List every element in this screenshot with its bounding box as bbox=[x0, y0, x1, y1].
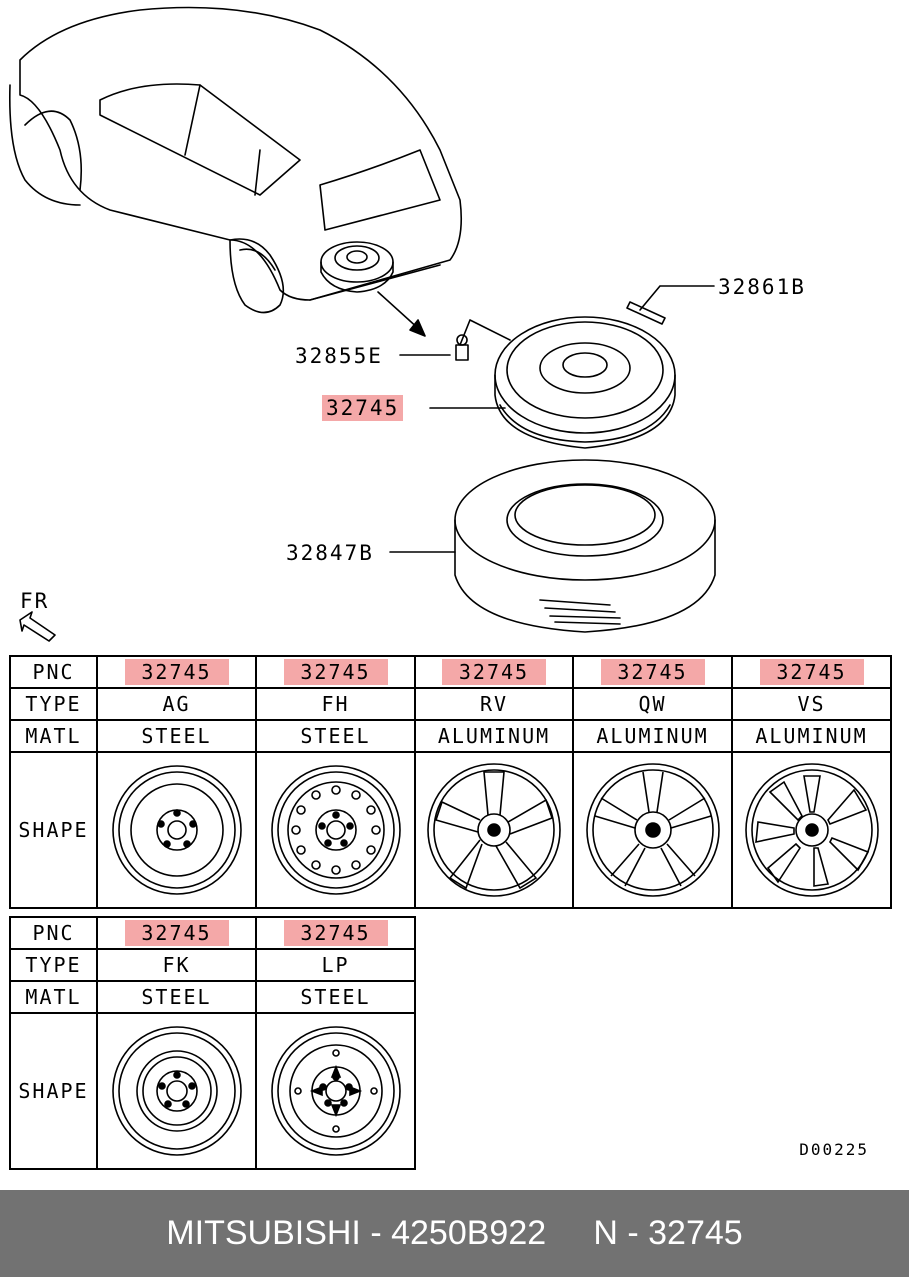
matl-value: STEEL bbox=[255, 980, 416, 1014]
wheel-lp-icon bbox=[270, 1026, 401, 1156]
type-value: LP bbox=[255, 948, 416, 982]
wheel-fk-icon bbox=[111, 1026, 242, 1156]
pnc-header: PNC bbox=[9, 916, 98, 950]
type-row: TYPE FK LP bbox=[9, 948, 416, 982]
matl-value: ALUMINUM bbox=[731, 719, 892, 753]
callout-part-b: 32855E bbox=[295, 344, 383, 368]
exploded-diagram bbox=[8, 6, 716, 642]
wheel-vs-icon bbox=[744, 763, 879, 897]
footer-separator: - bbox=[360, 1214, 392, 1252]
front-arrow-icon bbox=[19, 611, 56, 642]
tire-illustration bbox=[454, 459, 716, 633]
wheel-spec-table-bottom: PNC 32745 32745 TYPE FK LP MATL STEEL ST… bbox=[9, 916, 416, 1170]
type-value: RV bbox=[414, 687, 574, 721]
pnc-header: PNC bbox=[9, 655, 98, 689]
type-value: QW bbox=[572, 687, 733, 721]
matl-header: MATL bbox=[9, 980, 98, 1014]
pnc-value: 32745 bbox=[283, 920, 388, 946]
matl-header: MATL bbox=[9, 719, 98, 753]
footer-part-number: 4250B922 bbox=[391, 1214, 547, 1252]
pnc-value: 32745 bbox=[124, 920, 229, 946]
pnc-value: 32745 bbox=[283, 659, 388, 685]
direction-arrow bbox=[377, 291, 421, 331]
callout-part-a: 32861B bbox=[718, 275, 806, 299]
callout-part-c: 32745 bbox=[322, 395, 404, 421]
callout-part-d: 32847B bbox=[286, 541, 374, 565]
footer-pnc: N - 32745 bbox=[593, 1214, 743, 1252]
pnc-row: PNC 32745 32745 32745 32745 32745 bbox=[9, 655, 892, 689]
footer-brand: MITSUBISHI bbox=[166, 1214, 361, 1252]
matl-value: STEEL bbox=[96, 719, 257, 753]
wheel-assembly bbox=[494, 316, 676, 449]
vehicle-illustration bbox=[8, 6, 463, 314]
type-header: TYPE bbox=[9, 687, 98, 721]
type-header: TYPE bbox=[9, 948, 98, 982]
shape-row: SHAPE bbox=[9, 1012, 416, 1170]
spare-wheel-in-vehicle bbox=[320, 241, 394, 293]
wheel-spec-table-top: PNC 32745 32745 32745 32745 32745 TYPE A… bbox=[9, 655, 892, 909]
matl-row: MATL STEEL STEEL bbox=[9, 980, 416, 1014]
shape-header: SHAPE bbox=[9, 1012, 98, 1170]
type-value: VS bbox=[731, 687, 892, 721]
pnc-row: PNC 32745 32745 bbox=[9, 916, 416, 950]
matl-value: STEEL bbox=[255, 719, 416, 753]
footer-bar: MITSUBISHI - 4250B922 N - 32745 bbox=[0, 1190, 909, 1277]
matl-value: ALUMINUM bbox=[572, 719, 733, 753]
pnc-value: 32745 bbox=[124, 659, 229, 685]
wheel-rv-icon bbox=[427, 763, 561, 897]
shape-row: SHAPE bbox=[9, 751, 892, 909]
type-value: FH bbox=[255, 687, 416, 721]
matl-row: MATL STEEL STEEL ALUMINUM ALUMINUM ALUMI… bbox=[9, 719, 892, 753]
type-row: TYPE AG FH RV QW VS bbox=[9, 687, 892, 721]
matl-value: STEEL bbox=[96, 980, 257, 1014]
footer-gap bbox=[546, 1214, 593, 1252]
diagram-code: D00225 bbox=[799, 1140, 869, 1159]
pnc-value: 32745 bbox=[600, 659, 705, 685]
shape-header: SHAPE bbox=[9, 751, 98, 909]
matl-value: ALUMINUM bbox=[414, 719, 574, 753]
wheel-qw-icon bbox=[585, 763, 720, 897]
type-value: AG bbox=[96, 687, 257, 721]
front-marker-label: FR bbox=[20, 589, 50, 613]
wheel-fh-icon bbox=[270, 765, 401, 895]
pnc-value: 32745 bbox=[759, 659, 864, 685]
pnc-value: 32745 bbox=[442, 659, 546, 685]
type-value: FK bbox=[96, 948, 257, 982]
wheel-ag-icon bbox=[111, 765, 242, 895]
